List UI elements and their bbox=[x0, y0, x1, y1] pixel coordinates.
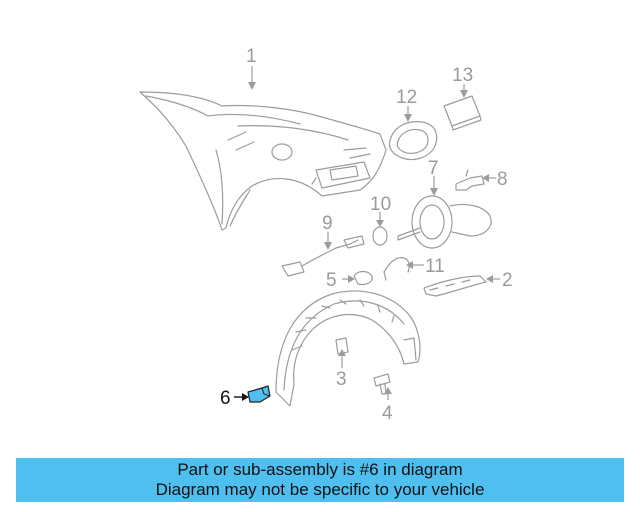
leader-6-arrow bbox=[242, 393, 249, 401]
callout-9: 9 bbox=[322, 213, 333, 234]
callout-6: 6 bbox=[220, 388, 231, 409]
bracket-part-2[interactable] bbox=[423, 275, 487, 297]
leader-8-arrow bbox=[482, 174, 489, 182]
leader-4-arrow bbox=[384, 387, 392, 394]
wheelhouse-liner-part-3[interactable] bbox=[275, 290, 421, 407]
info-banner: Part or sub-assembly is #6 in diagram Di… bbox=[16, 458, 624, 502]
gasket-part-12[interactable] bbox=[388, 121, 438, 161]
leader-11-arrow bbox=[406, 261, 413, 269]
callout-4: 4 bbox=[382, 403, 393, 424]
callout-3: 3 bbox=[336, 369, 347, 390]
clip-part-5[interactable] bbox=[353, 270, 373, 286]
leader-12-arrow bbox=[404, 114, 412, 122]
leader-3-arrow bbox=[338, 349, 346, 356]
callout-12: 12 bbox=[396, 87, 417, 108]
leader-9-arrow bbox=[324, 242, 332, 250]
leader-1-arrow bbox=[248, 82, 256, 90]
grommet-part-10[interactable] bbox=[372, 226, 388, 246]
leader-7-arrow bbox=[430, 188, 438, 196]
callout-7: 7 bbox=[428, 158, 439, 179]
banner-line-1: Part or sub-assembly is #6 in diagram bbox=[177, 460, 463, 479]
fuel-door-part-7[interactable] bbox=[397, 195, 492, 249]
leader-2-arrow bbox=[486, 275, 493, 283]
banner-line-2: Diagram may not be specific to your vehi… bbox=[155, 480, 485, 499]
leader-10-arrow bbox=[376, 220, 384, 227]
callout-5: 5 bbox=[326, 270, 337, 291]
quarter-panel-part-1[interactable] bbox=[139, 91, 387, 231]
callout-13: 13 bbox=[452, 65, 473, 86]
leader-13-arrow bbox=[460, 90, 468, 98]
parts-diagram: 1 12 13 7 8 10 9 bbox=[139, 46, 513, 424]
bracket-part-8[interactable] bbox=[455, 169, 485, 191]
highlighted-part-6[interactable] bbox=[247, 385, 271, 403]
trim-part-13[interactable] bbox=[443, 95, 482, 131]
callout-10: 10 bbox=[370, 194, 391, 215]
callout-2: 2 bbox=[502, 270, 513, 291]
callout-1: 1 bbox=[246, 46, 257, 67]
rod-part-11[interactable] bbox=[383, 257, 410, 281]
cable-part-9[interactable] bbox=[281, 235, 365, 277]
callout-8: 8 bbox=[497, 169, 508, 190]
leader-5-arrow bbox=[348, 275, 355, 283]
callout-11: 11 bbox=[425, 256, 445, 277]
